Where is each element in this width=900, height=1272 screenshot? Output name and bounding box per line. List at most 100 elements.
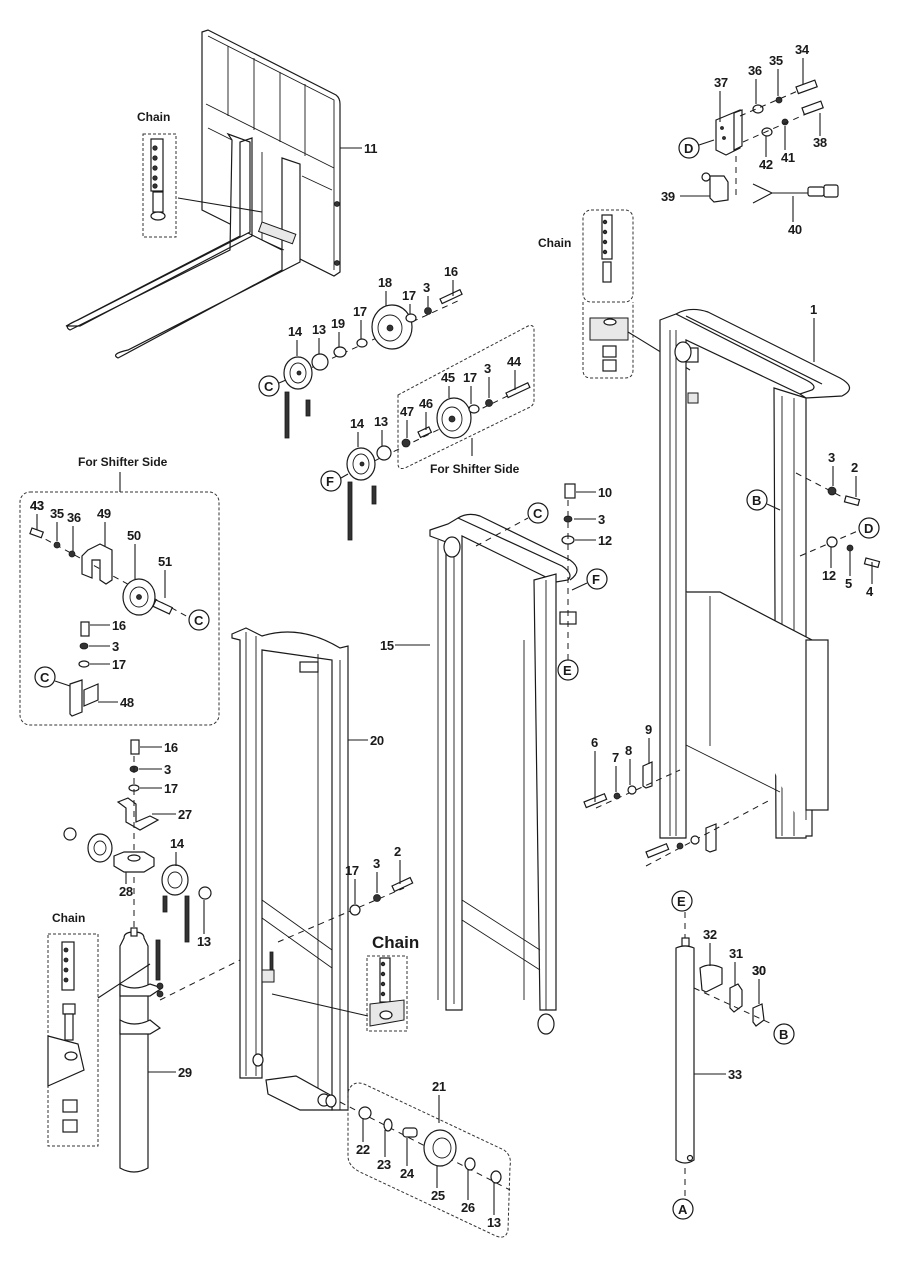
callout-3: 3 [484,361,491,376]
chain-inset-inner-mast: Chain [271,933,419,1032]
callout-13: 13 [197,934,211,949]
callout-50: 50 [127,528,141,543]
fork-carriage: 11 [65,29,378,359]
callout-3: 3 [828,450,835,465]
shifter-side-inset: For Shifter Side 43 43 35 36 49 50 51 C … [19,455,220,726]
switch-bracket-assembly: 34 35 36 37 38 41 42 39 40 D [661,42,839,237]
callout-44: 44 [507,354,522,369]
callout-29: 29 [178,1065,192,1080]
ref-marker-c: C [194,613,204,628]
callout-9: 9 [645,722,652,737]
callout-33: 33 [728,1067,742,1082]
callout-20: 20 [370,733,384,748]
callout-5: 5 [845,576,852,591]
callout-13: 13 [312,322,326,337]
callout-14: 14 [170,836,185,851]
callout-13: 13 [487,1215,501,1230]
ref-marker-e: E [563,663,572,678]
callout-28: 28 [119,884,133,899]
callout-3: 3 [164,762,171,777]
callout-3: 3 [373,856,380,871]
callout-23: 23 [377,1157,391,1172]
callout-10: 10 [598,485,612,500]
ref-marker-c: C [533,506,543,521]
callout-18: 18 [378,275,392,290]
shifter-side-caption: For Shifter Side [78,455,168,469]
callout-17: 17 [112,657,126,672]
callout-12: 12 [598,533,612,548]
callout-1: 1 [810,302,817,317]
chain-caption: Chain [52,911,85,925]
callout-25: 25 [431,1188,445,1203]
callout-16: 16 [164,740,178,755]
callout-17: 17 [402,288,416,303]
callout-42: 42 [759,157,773,172]
callout-31: 31 [729,946,743,961]
callout-47: 47 [400,404,414,419]
callout-36: 36 [67,510,81,525]
middle-mast: 15 C 10 3 12 F E [380,483,612,1035]
callout-48: 48 [120,695,134,710]
callout-4: 4 [866,584,874,599]
callout-40: 40 [788,222,802,237]
callout-43: 43 [30,498,44,513]
callout-30: 30 [752,963,766,978]
ref-marker-c: C [264,379,274,394]
callout-35: 35 [769,53,783,68]
inner-mast: 20 17 3 2 [231,627,414,1111]
callout-11: 11 [364,141,377,156]
callout-30: 30 [752,963,766,978]
shifter-side-caption: For Shifter Side [430,462,520,476]
callout-2: 2 [851,460,858,475]
upper-pulley-assembly: 14 13 19 17 18 17 3 16 C [258,264,463,439]
callout-17: 17 [353,304,367,319]
chain-inset-outer-mast: Chain [538,209,691,379]
chain-caption: Chain [538,236,571,250]
callout-37: 37 [714,75,728,90]
callout-32: 32 [703,927,717,942]
callout-34: 34 [795,42,810,57]
callout-39: 39 [661,189,675,204]
callout-38: 38 [813,135,827,150]
callout-17: 17 [463,370,477,385]
callout-8: 8 [625,743,632,758]
ref-marker-b: B [752,493,761,508]
ref-marker-c: C [40,670,50,685]
ref-marker-f: F [592,572,600,587]
ref-marker-f: F [326,474,334,489]
callout-14: 14 [350,416,365,431]
cylinder-top-assembly: 16 3 17 27 28 14 13 [63,739,241,1173]
callout-15: 15 [380,638,394,653]
ref-marker-b: B [779,1027,788,1042]
callout-2: 2 [394,844,401,859]
callout-22: 22 [356,1142,370,1157]
callout-13: 13 [374,414,388,429]
callout-19: 19 [331,316,345,331]
callout-49: 49 [97,506,111,521]
callout-41: 41 [781,150,795,165]
callout-21: 21 [432,1079,446,1094]
callout-35: 35 [50,506,64,521]
callout-27: 27 [178,807,192,822]
callout-51: 51 [158,554,172,569]
callout-17: 17 [345,863,359,878]
lower-pulley-assembly: 14 13 47 46 45 17 3 44 For Shifter Side … [320,325,535,541]
callout-16: 16 [112,618,126,633]
callout-14: 14 [288,324,303,339]
ref-marker-d: D [864,521,873,536]
callout-24: 24 [400,1166,415,1181]
callout-43: 43 [30,498,44,513]
callout-45: 45 [441,370,455,385]
callout-17: 17 [164,781,178,796]
outer-mast: 1 B 3 2 12 5 4 D 6 [583,302,881,867]
callout-3: 3 [598,512,605,527]
chain-inset-cylinder: Chain [47,911,151,1147]
chain-inset-carriage: Chain [137,110,263,238]
callout-6: 6 [591,735,598,750]
chain-caption: Chain [137,110,170,124]
ref-marker-d: D [684,141,693,156]
callout-16: 16 [444,264,458,279]
lift-cylinder-33: E A 33 32 31 30 30 B [671,890,795,1220]
callout-12: 12 [822,568,836,583]
